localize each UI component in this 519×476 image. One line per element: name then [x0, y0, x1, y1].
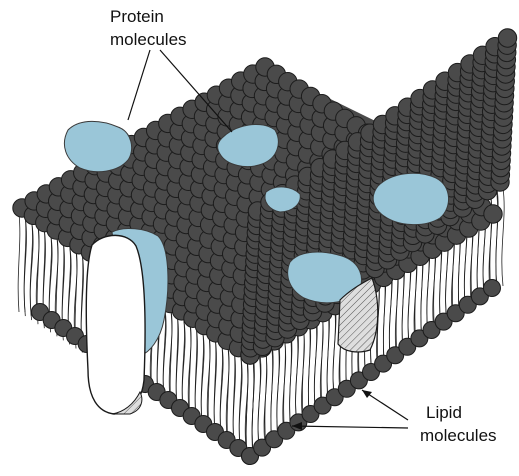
lipid-tail: [502, 188, 504, 286]
lipid-head: [498, 29, 516, 47]
protein-molecule-1: [64, 121, 131, 171]
lipid-label-line1: Lipid: [426, 403, 462, 422]
lipid-tail: [284, 334, 286, 432]
lipid-tail: [18, 214, 20, 312]
lipid-label-line2: molecules: [420, 426, 497, 445]
lipid-tail: [265, 347, 267, 445]
lipid-arrow-head-1: [362, 390, 372, 398]
protein-molecule-4: [373, 173, 448, 224]
lipid-tail: [277, 339, 280, 437]
channel-protein-cut-face: [86, 235, 145, 414]
protein-leader-1: [128, 50, 150, 120]
lipid-tail: [321, 308, 323, 406]
protein-label-line1: Protein: [110, 7, 164, 26]
protein-label-line2: molecules: [110, 30, 187, 49]
lipid-head: [484, 280, 501, 297]
lipid-leader-2: [292, 426, 408, 428]
lipid-tail: [258, 351, 261, 449]
lipid-tail: [296, 326, 299, 424]
lipid-head: [484, 205, 502, 223]
lipid-tail: [302, 321, 304, 419]
